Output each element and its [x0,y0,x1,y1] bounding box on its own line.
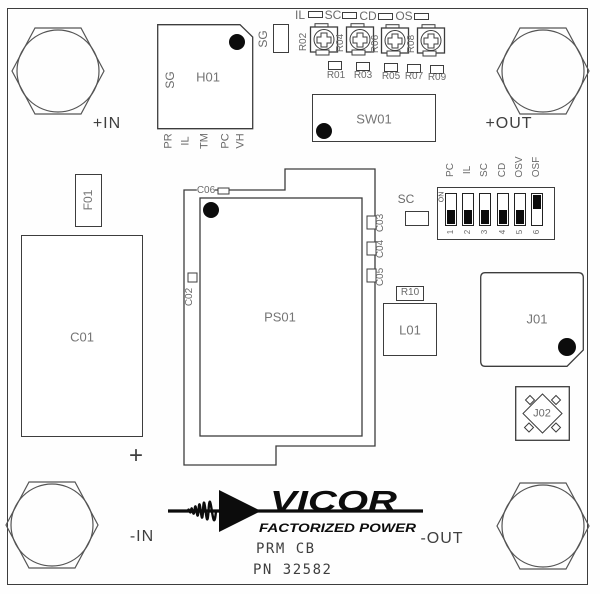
c01-ref: C01 [70,329,94,345]
pot-ref-r06: R06 [370,34,381,54]
board-pn-text: PN 32582 [253,562,333,578]
dip-label-pc: PC [445,163,456,177]
l01-outline [383,303,437,356]
j01-ref: J01 [526,311,548,327]
dip-handle-3[interactable] [481,210,489,224]
dip-num-6: 6 [532,229,541,235]
dip-label-il: IL [462,165,473,175]
f01-ref: F01 [81,189,95,211]
trim-pad-os [414,13,429,20]
c01-polarity-mark: + [128,442,144,469]
resistor-r01 [328,61,342,70]
mounting-bolt-top-left [11,27,105,115]
mounting-bolt-top-right [496,27,590,115]
trim-pad-sc [342,12,357,19]
h01-pin1-dot [229,34,245,50]
logo-waveform [186,500,218,522]
sg-pad-label: SG [256,30,270,48]
potentiometer-r08 [416,24,446,57]
trim-pad-il [308,11,323,18]
dip-handle-5[interactable] [516,210,524,224]
sw01-ref: SW01 [356,111,392,127]
vicor-logo: VICOR FACTORIZED POWER [168,486,423,535]
j01-outline [480,272,584,367]
dip-label-sc: SC [479,163,490,177]
sc-pad [405,211,429,226]
dip-label-osv: OSV [514,156,525,178]
sw01-pin1-dot [316,123,332,139]
r10-outline [396,286,424,301]
f01-outline [75,174,102,227]
logo-tagline-text: FACTORIZED POWER [259,523,417,535]
j02-outline [515,386,570,441]
ps01-c04-label: C04 [375,239,386,259]
resistor-r07 [407,64,421,73]
sg-pad [273,24,289,53]
dip-num-4: 4 [498,229,507,235]
resistor-ref-r09: R09 [427,72,447,83]
j01-pin1-dot [558,338,576,356]
sw01-outline [312,94,436,142]
resistor-r03 [356,62,370,71]
resistor-r09 [430,65,444,74]
terminal-label-neg-in: -IN [129,528,155,545]
dip-handle-1[interactable] [447,210,455,224]
resistor-ref-r05: R05 [381,71,401,82]
h01-pin-label-vh: VH [234,133,247,149]
potentiometer-r02 [309,23,339,56]
l01-ref: L01 [399,322,421,338]
trim-pad-cd [378,13,393,20]
resistor-ref-r01: R01 [326,70,346,81]
dip-handle-2[interactable] [464,210,472,224]
h01-pin-label-pc: PC [219,133,232,149]
board-outline [7,8,588,585]
dip-num-1: 1 [446,229,455,235]
h01-sg-label: SG [163,71,177,89]
ps01-c06-label: C06 [196,185,216,196]
board-name-text: PRM CB [256,541,316,557]
pot-ref-r02: R02 [298,32,309,52]
ps01-c05-label: C05 [375,267,386,287]
potentiometer-r06 [380,24,410,57]
c01-outline [21,235,143,437]
terminal-label-pos-in: +IN [92,115,122,132]
sc-pad-label: SC [397,192,415,206]
pot-ref-r04: R04 [335,33,346,53]
dip-handle-4[interactable] [499,210,507,224]
trim-label-os: OS [395,9,413,23]
resistor-r05 [384,63,398,72]
h01-outline [157,24,254,130]
terminal-label-neg-out: -OUT [420,530,464,547]
mounting-bolt-bottom-right [496,482,590,570]
dip-num-2: 2 [463,229,472,235]
dip-num-3: 3 [480,229,489,235]
h01-pin-label-pr: PR [162,133,175,149]
ps01-ref: PS01 [264,309,296,325]
h01-pin-label-tm: TM [198,133,211,149]
logo-brand-text: VICOR [270,486,397,518]
trim-label-il: IL [294,8,306,22]
trim-label-cd: CD [359,9,377,23]
ps01-outline [183,168,377,466]
dip-num-5: 5 [515,229,524,235]
r10-ref: R10 [400,287,420,298]
resistor-ref-r07: R07 [404,71,424,82]
terminal-label-pos-out: +OUT [485,115,533,132]
logo-arrow [219,490,261,532]
j02-ref: J02 [533,407,551,420]
ps01-c02-label: C02 [184,287,195,307]
pot-ref-r08: R08 [406,34,417,54]
dip-label-osf: OSF [531,156,542,178]
dip-label-cd: CD [497,162,508,178]
ps01-c03-label: C03 [375,213,386,233]
potentiometer-r04 [345,23,375,56]
h01-pin-label-il: IL [179,136,192,146]
dip-handle-6[interactable] [533,195,541,209]
h01-ref: H01 [196,69,220,85]
mounting-bolt-bottom-left [5,481,99,569]
trim-label-sc: SC [324,8,342,22]
resistor-ref-r03: R03 [353,70,373,81]
